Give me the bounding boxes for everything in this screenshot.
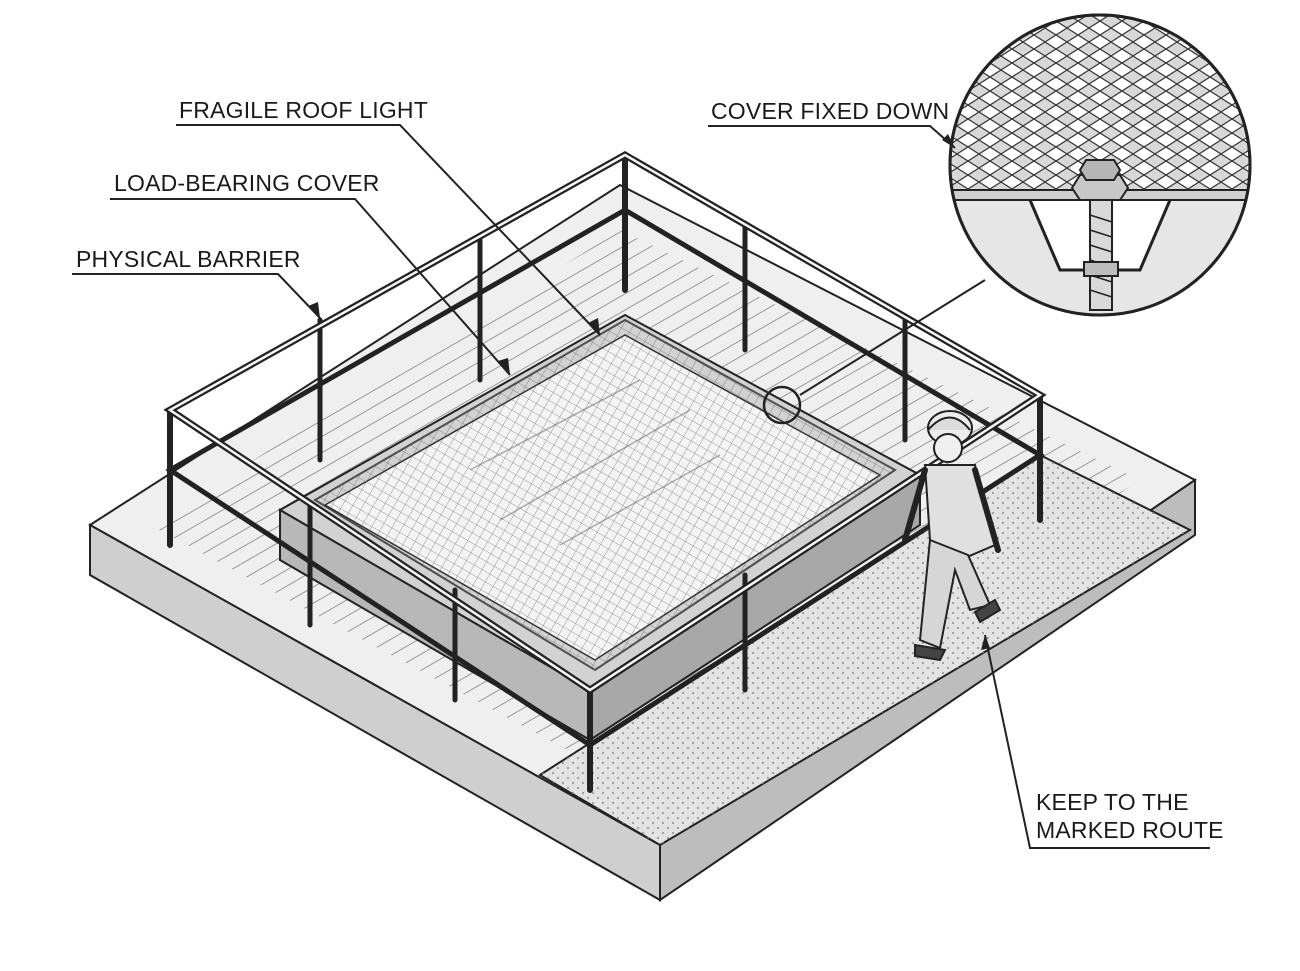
- fragile-roof-light-label: FRAGILE ROOF LIGHT: [179, 97, 428, 123]
- load-bearing-cover: [313, 318, 897, 672]
- leader-fragile-roof-light: [176, 124, 601, 336]
- leader-marked-route: [984, 634, 1210, 849]
- load-bearing-cover-label: LOAD-BEARING COVER: [114, 170, 380, 196]
- leader-detail-marker: [799, 279, 986, 396]
- route-label-line1: KEEP TO THE: [1036, 789, 1189, 815]
- leader-lines: [72, 124, 1210, 849]
- worker-figure: [902, 410, 1002, 662]
- fixing-detail-callout: [948, 13, 1252, 317]
- keep-to-marked-route-label: KEEP TO THE MARKED ROUTE: [1036, 788, 1224, 844]
- route-label-line2: MARKED ROUTE: [1036, 817, 1224, 843]
- leader-physical-barrier: [72, 273, 321, 319]
- barrier-highlight: [167, 153, 1043, 692]
- detail-marker-circle: [762, 385, 802, 425]
- leader-arrowheads: [308, 134, 990, 650]
- leader-load-bearing-cover: [110, 198, 511, 376]
- cover-fixed-down-label: COVER FIXED DOWN: [711, 98, 950, 124]
- leader-cover-fixed-down: [708, 125, 956, 149]
- physical-barrier-label: PHYSICAL BARRIER: [76, 246, 301, 272]
